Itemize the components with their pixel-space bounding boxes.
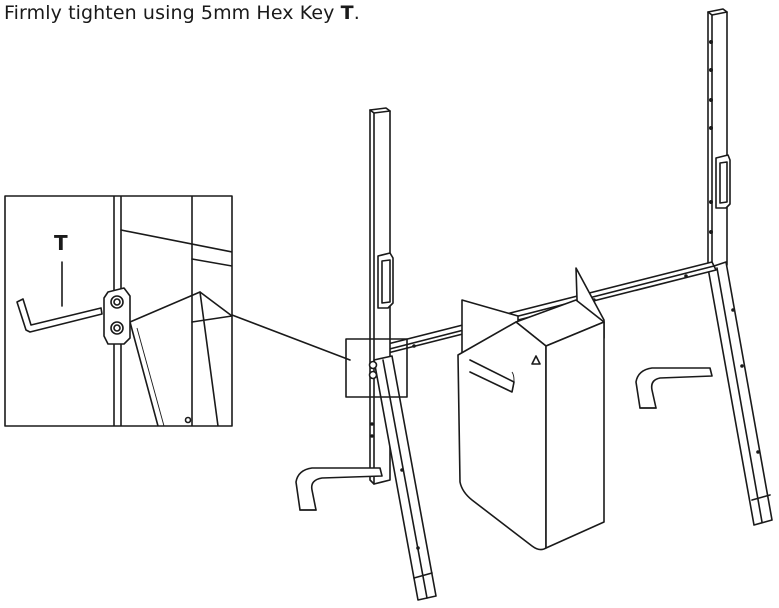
callout-leader-line	[231, 314, 351, 361]
instruction-suffix: .	[353, 2, 360, 24]
joint-bolts	[368, 360, 378, 380]
instruction-prefix: Firmly tighten using 5mm Hex Key	[4, 2, 341, 24]
left-foot	[295, 467, 383, 511]
right-upright-post	[707, 8, 728, 271]
left-post-handle	[377, 252, 394, 309]
right-foot	[635, 367, 713, 409]
hex-key-icon	[16, 298, 103, 333]
instruction-key-letter: T	[340, 2, 354, 24]
right-post-handle	[715, 154, 731, 209]
zoomed-callout: T	[4, 195, 233, 427]
right-diagonal-leg	[707, 261, 773, 526]
left-diagonal-leg	[373, 355, 437, 601]
detail-highlight-box	[345, 338, 408, 398]
instruction-text: Firmly tighten using 5mm Hex Key T.	[4, 2, 360, 24]
storage-bin	[457, 267, 605, 551]
hex-key-label: T	[54, 231, 68, 255]
